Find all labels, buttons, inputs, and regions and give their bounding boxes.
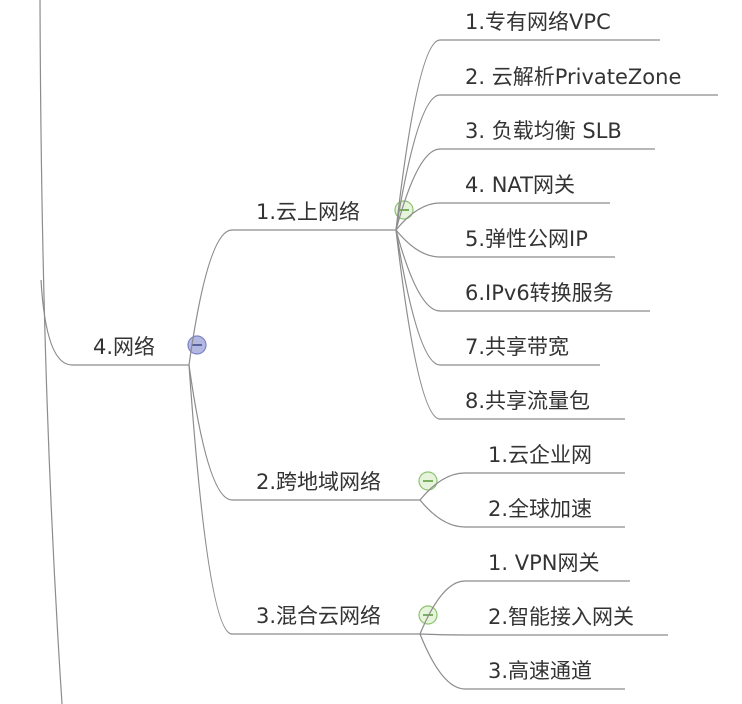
node-branch-1-child-3[interactable]: 3. 负载均衡 SLB <box>395 119 655 231</box>
node-branch-1-child-5[interactable]: 5.弹性公网IP <box>395 227 615 258</box>
connector-to-root <box>40 279 73 366</box>
node-label: 1. VPN网关 <box>488 551 599 575</box>
node-label: 2.全球加速 <box>488 497 592 521</box>
node-branch-1-child-4[interactable]: 4. NAT网关 <box>395 173 610 231</box>
node-root-label: 4.网络 <box>93 335 155 359</box>
connector-branch-2-child-1 <box>419 472 466 501</box>
node-label: 4. NAT网关 <box>465 173 575 197</box>
connector-branch-1-child-1 <box>395 39 441 231</box>
node-label: 5.弹性公网IP <box>465 227 588 251</box>
connector-branch-1-child-7 <box>395 229 441 366</box>
connector-branch-1-child-3 <box>395 148 441 231</box>
node-branch-3-child-3[interactable]: 3.高速通道 <box>419 633 625 690</box>
node-branch-2-label: 2.跨地域网络 <box>256 470 381 494</box>
node-label: 7.共享带宽 <box>465 335 569 359</box>
connector-branch-3-child-2 <box>419 633 466 636</box>
node-branch-1-child-2[interactable]: 2. 云解析PrivateZone <box>395 65 718 231</box>
connector-branch-1-child-4 <box>395 202 441 231</box>
connector-branch-1-child-6 <box>395 229 441 312</box>
node-label: 8.共享流量包 <box>465 389 590 413</box>
connector-root-to-branch-3 <box>188 364 233 635</box>
collapse-toggle-branch-2[interactable] <box>418 471 438 491</box>
node-branch-1-label: 1.云上网络 <box>256 200 360 224</box>
collapse-toggle-branch-3[interactable] <box>418 605 438 625</box>
node-branch-3-child-1[interactable]: 1. VPN网关 <box>419 551 630 635</box>
connector-branch-1-child-2 <box>395 94 441 231</box>
node-label: 1.专有网络VPC <box>465 10 611 34</box>
node-label: 1.云企业网 <box>488 443 592 467</box>
connector-branch-3-child-1 <box>419 580 466 635</box>
trunk-line <box>39 0 63 704</box>
connector-branch-3-child-3 <box>419 633 466 690</box>
node-label: 3.高速通道 <box>488 659 592 683</box>
connector-branch-1-child-5 <box>395 229 441 258</box>
node-branch-1-child-1[interactable]: 1.专有网络VPC <box>395 10 660 231</box>
node-label: 3. 负载均衡 SLB <box>465 119 622 143</box>
node-root[interactable]: 4.网络 <box>72 335 189 366</box>
node-branch-2-child-2[interactable]: 2.全球加速 <box>419 497 625 528</box>
node-branch-3-label: 3.混合云网络 <box>256 604 381 628</box>
node-label: 2. 云解析PrivateZone <box>465 65 681 89</box>
connector-root-to-branch-2 <box>188 364 233 501</box>
node-branch-1-child-6[interactable]: 6.IPv6转换服务 <box>395 229 650 312</box>
connector-branch-2-child-2 <box>419 499 466 528</box>
node-branch-3-child-2[interactable]: 2.智能接入网关 <box>419 605 668 636</box>
node-label: 6.IPv6转换服务 <box>465 281 614 305</box>
node-label: 2.智能接入网关 <box>488 605 634 629</box>
node-branch-1-child-7[interactable]: 7.共享带宽 <box>395 229 600 366</box>
node-branch-2-child-1[interactable]: 1.云企业网 <box>419 443 625 501</box>
node-branch-1-child-8[interactable]: 8.共享流量包 <box>395 229 625 420</box>
node-branch-3[interactable]: 3.混合云网络 <box>232 604 420 635</box>
connector-branch-1-child-8 <box>395 229 441 420</box>
node-branch-2[interactable]: 2.跨地域网络 <box>232 470 420 501</box>
node-branch-1[interactable]: 1.云上网络 <box>232 200 396 231</box>
connector-root-to-branch-1 <box>188 229 233 366</box>
